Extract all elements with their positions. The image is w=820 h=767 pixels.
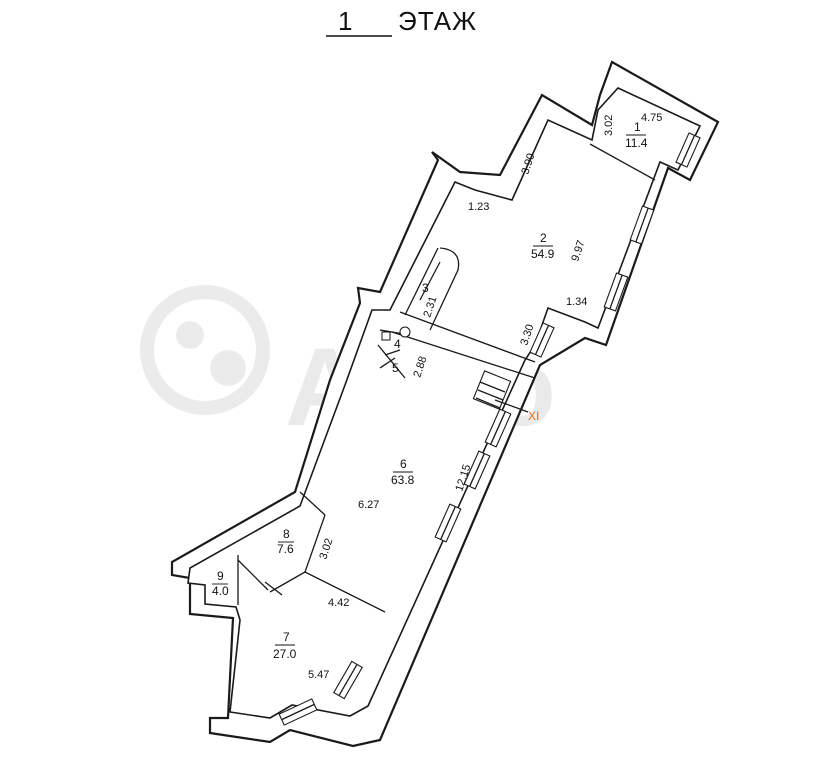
room-6-area: 63.8: [391, 473, 415, 487]
floor-number: 1: [338, 6, 353, 36]
floor-title: ЭТАЖ: [398, 6, 477, 36]
room-8-area: 7.6: [277, 542, 294, 556]
dim-1-34: 1.34: [566, 296, 587, 308]
dim-6-27: 6.27: [358, 499, 379, 511]
dim-3-02-top: 3.02: [603, 115, 615, 136]
room-9-area: 4.0: [212, 584, 229, 598]
room-9-number: 9: [217, 569, 224, 583]
section-marker: XI: [528, 409, 539, 423]
partitions: [237, 143, 656, 613]
windows: [278, 132, 701, 726]
entrance-stairs: [472, 370, 529, 413]
room-2-area: 54.9: [531, 247, 555, 261]
room-6-number: 6: [400, 457, 407, 471]
dim-5-47: 5.47: [308, 669, 329, 681]
room-1-number: 1: [634, 120, 641, 134]
dim-1-23: 1.23: [468, 201, 489, 213]
room-8-number: 8: [283, 527, 290, 541]
room-2-number: 2: [540, 231, 547, 245]
outer-walls: [170, 60, 720, 748]
room-3-number: 3: [422, 281, 429, 295]
room-7-area: 27.0: [273, 647, 297, 661]
room-labels: 1 11.4 2 54.9 3 4 5 6 63.8 7 27.0 8 7.6 …: [212, 120, 648, 661]
room-5-number: 5: [392, 361, 399, 375]
dim-4-42: 4.42: [328, 597, 349, 609]
room-4-number: 4: [394, 337, 401, 351]
room-7-number: 7: [283, 630, 290, 644]
room-1-area: 11.4: [625, 136, 648, 150]
dim-4-75: 4.75: [641, 112, 662, 124]
